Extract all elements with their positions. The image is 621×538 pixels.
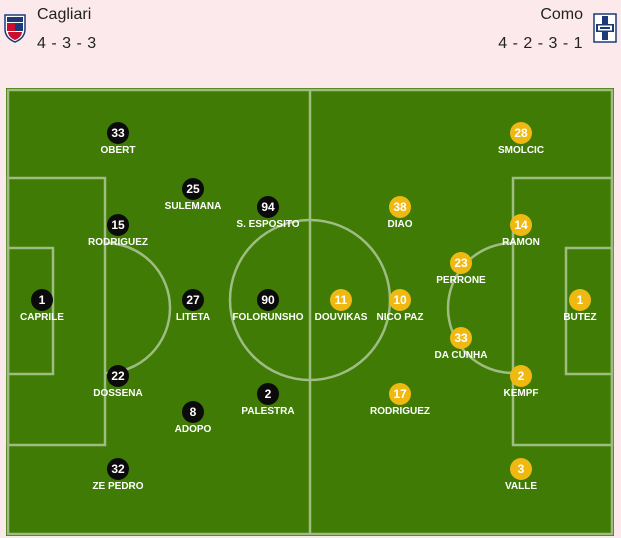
home-formation: 4 - 3 - 3 <box>37 35 97 52</box>
match-header: Cagliari 4 - 3 - 3 Como 4 - 2 - 3 - 1 <box>0 0 621 88</box>
cagliari-logo-icon <box>4 13 26 43</box>
player-name: SULEMANA <box>164 201 222 212</box>
away-team-name: Como <box>540 6 583 23</box>
player-name: ADOPO <box>174 424 212 435</box>
player-number-badge: 27 <box>182 289 204 311</box>
player-name: BUTEZ <box>563 312 597 323</box>
player-name: SMOLCIC <box>497 145 545 156</box>
player-number-badge: 23 <box>450 252 472 274</box>
football-pitch: 1 CAPRILE 33 OBERT 15 RODRIGUEZ 22 DOSSE… <box>6 88 614 536</box>
player-name: ZE PEDRO <box>92 481 144 492</box>
player-name: DOSSENA <box>93 388 143 399</box>
player-number-badge: 28 <box>510 122 532 144</box>
player-name: PERRONE <box>436 275 486 286</box>
player-number-badge: 90 <box>257 289 279 311</box>
player-name: OBERT <box>100 145 136 156</box>
player-name: RODRIGUEZ <box>370 406 430 417</box>
player-number-badge: 25 <box>182 178 204 200</box>
home-team-name: Cagliari <box>37 6 92 23</box>
player-name: PALESTRA <box>241 406 295 417</box>
player-number-badge: 2 <box>257 383 279 405</box>
player-name: FOLORUNSHO <box>232 312 304 323</box>
player-name: S. ESPOSITO <box>236 219 300 230</box>
player-number-badge: 8 <box>182 401 204 423</box>
player-name: DA CUNHA <box>434 350 488 361</box>
player-name: CAPRILE <box>20 312 64 323</box>
player-name: KEMPF <box>503 388 539 399</box>
player-number-badge: 94 <box>257 196 279 218</box>
player-name: RAMON <box>502 237 540 248</box>
player-number-badge: 33 <box>107 122 129 144</box>
player-name: NICO PAZ <box>376 312 424 323</box>
player-number-badge: 22 <box>107 365 129 387</box>
player-number-badge: 11 <box>330 289 352 311</box>
player-number-badge: 1 <box>31 289 53 311</box>
player-name: VALLE <box>504 481 538 492</box>
player-number-badge: 3 <box>510 458 532 480</box>
player-name: DIAO <box>387 219 413 230</box>
player-name: LITETA <box>175 312 211 323</box>
player-number-badge: 33 <box>450 327 472 349</box>
player-number-badge: 38 <box>389 196 411 218</box>
player-name: DOUVIKAS <box>314 312 368 323</box>
como-logo-icon <box>593 13 617 43</box>
pitch-markings <box>6 88 614 536</box>
player-number-badge: 1 <box>569 289 591 311</box>
player-number-badge: 32 <box>107 458 129 480</box>
player-number-badge: 14 <box>510 214 532 236</box>
away-formation: 4 - 2 - 3 - 1 <box>498 35 583 52</box>
player-number-badge: 10 <box>389 289 411 311</box>
player-name: RODRIGUEZ <box>88 237 148 248</box>
player-number-badge: 15 <box>107 214 129 236</box>
player-number-badge: 2 <box>510 365 532 387</box>
player-number-badge: 17 <box>389 383 411 405</box>
